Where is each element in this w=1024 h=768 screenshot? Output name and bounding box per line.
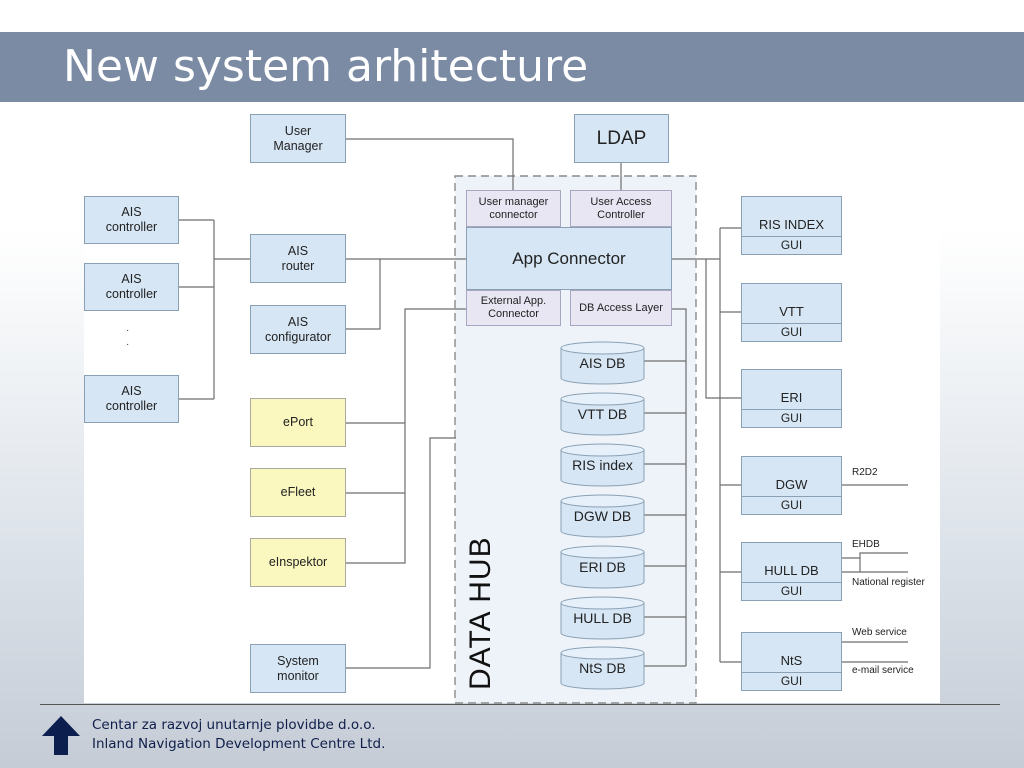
footer-divider [40,704,1000,705]
user-manager-connector-box: User manager connector [466,190,561,227]
title-bar [0,32,1024,102]
gui-label: GUI [742,672,841,690]
ellipsis-dots: · · [126,325,130,350]
gui-label: GUI [742,582,841,600]
service-box: RIS INDEX GUI [741,196,842,255]
database-cylinder: ERI DB [560,545,645,589]
data-hub-label: DATA HUB [464,536,497,690]
web-service-label: Web service [852,627,907,638]
national-register-label: National register [852,577,925,588]
system-monitor-box: System monitor [250,644,346,693]
service-box: HULL DB GUI [741,542,842,601]
up-arrow-logo-icon [42,716,80,755]
ais-configurator-box: AIS configurator [250,305,346,354]
service-box: NtS GUI [741,632,842,691]
ais-controller-box-3: AIS controller [84,375,179,423]
gui-label: GUI [742,409,841,427]
efleet-box: eFleet [250,468,346,517]
footer-line-2: Inland Navigation Development Centre Ltd… [92,736,386,752]
eport-box: ePort [250,398,346,447]
service-label: NtS [780,653,803,668]
external-app-connector-box: External App. Connector [466,290,561,326]
gui-label: GUI [742,236,841,254]
ais-controller-box-1: AIS controller [84,196,179,244]
database-cylinder: HULL DB [560,596,645,640]
service-box: ERI GUI [741,369,842,428]
app-connector-box: App Connector [466,227,672,290]
database-label: HULL DB [573,610,632,626]
gui-label: GUI [742,496,841,514]
gui-label: GUI [742,323,841,341]
footer-text: Centar za razvoj unutarnje plovidbe d.o.… [92,716,385,754]
database-label: RIS index [572,457,633,473]
service-label: ERI [780,390,803,405]
footer-line-1: Centar za razvoj unutarnje plovidbe d.o.… [92,717,376,733]
r2d2-label: R2D2 [852,467,878,478]
database-cylinder: NtS DB [560,646,645,690]
einspektor-box: eInspektor [250,538,346,587]
user-access-controller-box: User Access Controller [570,190,672,227]
ais-controller-box-2: AIS controller [84,263,179,311]
ldap-box: LDAP [574,114,669,163]
service-box: VTT GUI [741,283,842,342]
service-label: HULL DB [764,563,819,578]
database-label: DGW DB [573,508,632,524]
database-label: NtS DB [579,660,626,676]
email-service-label: e-mail service [852,665,914,676]
service-label: DGW [775,477,808,492]
database-label: ERI DB [579,559,626,575]
user-manager-box: User Manager [250,114,346,163]
db-access-layer-box: DB Access Layer [570,290,672,326]
database-cylinder: RIS index [560,443,645,487]
database-cylinder: VTT DB [560,392,645,436]
service-label: VTT [779,304,804,319]
service-label: RIS INDEX [758,217,824,232]
service-box: DGW GUI [741,456,842,515]
database-label: VTT DB [577,406,628,422]
database-cylinder: DGW DB [560,494,645,538]
database-cylinder: AIS DB [560,341,645,385]
slide-title: New system arhitecture [63,41,589,92]
ais-router-box: AIS router [250,234,346,283]
database-label: AIS DB [579,355,626,371]
ehdb-label: EHDB [852,539,880,550]
